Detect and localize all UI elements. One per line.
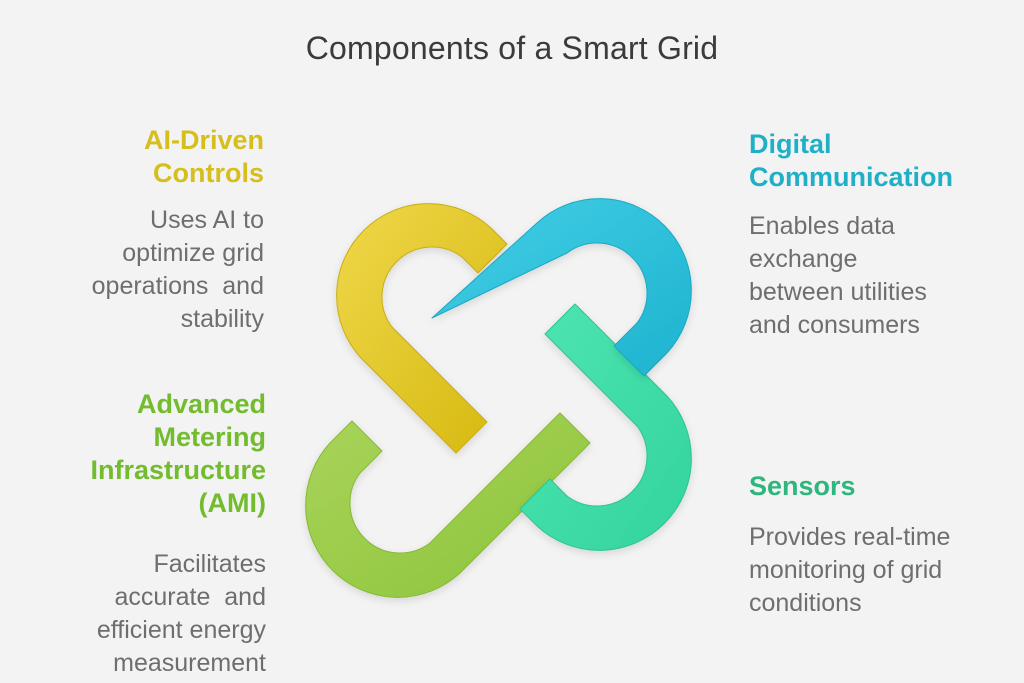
description-line: between utilities bbox=[749, 278, 927, 306]
heading-line: AI-Driven bbox=[143, 125, 264, 155]
component-ai-driven-controls: AI-Driven Controls Uses AI to optimize g… bbox=[24, 124, 264, 336]
component-description: Uses AI to optimize grid operations and … bbox=[24, 204, 264, 336]
ami-hook-shape bbox=[305, 412, 591, 598]
description-line: accurate and bbox=[114, 583, 267, 611]
page-title: Components of a Smart Grid bbox=[305, 30, 719, 66]
description-line: optimize grid bbox=[122, 239, 264, 267]
heading-line: Digital bbox=[749, 129, 832, 159]
description-line: monitoring of grid bbox=[749, 556, 943, 584]
description-line: operations and bbox=[91, 272, 264, 300]
heading-line: Sensors bbox=[749, 471, 856, 501]
component-digital-communication: Digital Communication Enables data excha… bbox=[749, 128, 1009, 342]
description-line: Facilitates bbox=[153, 550, 266, 578]
component-advanced-metering-infrastructure: Advanced Metering Infrastructure (AMI) F… bbox=[6, 388, 266, 680]
description-line: Uses AI to bbox=[150, 206, 264, 234]
heading-line: (AMI) bbox=[198, 488, 266, 518]
component-heading: Advanced Metering Infrastructure (AMI) bbox=[6, 388, 266, 520]
description-line: and consumers bbox=[749, 311, 920, 339]
component-sensors: Sensors Provides real-time monitoring of… bbox=[749, 470, 1009, 620]
description-line: stability bbox=[180, 305, 264, 333]
description-line: efficient energy bbox=[96, 616, 266, 644]
heading-line: Advanced bbox=[136, 389, 266, 419]
heading-line: Infrastructure bbox=[90, 455, 266, 485]
component-heading: AI-Driven Controls bbox=[24, 124, 264, 190]
ai-controls-hook-shape bbox=[336, 203, 508, 454]
component-heading: Digital Communication bbox=[749, 128, 1009, 194]
component-heading: Sensors bbox=[749, 470, 1009, 503]
component-description: Enables data exchange between utilities … bbox=[749, 210, 1009, 342]
heading-line: Metering bbox=[153, 422, 266, 452]
heading-line: Communication bbox=[749, 162, 954, 192]
sensors-hook-shape bbox=[519, 303, 692, 551]
component-description: Provides real-time monitoring of grid co… bbox=[749, 521, 1009, 620]
heading-line: Controls bbox=[153, 158, 264, 188]
description-line: measurement bbox=[113, 649, 266, 677]
digital-communication-hook-shape bbox=[431, 198, 692, 377]
description-line: exchange bbox=[749, 245, 858, 273]
description-line: Provides real-time bbox=[749, 523, 951, 551]
description-line: Enables data bbox=[749, 212, 895, 240]
description-line: conditions bbox=[749, 589, 862, 617]
component-description: Facilitates accurate and efficient energ… bbox=[6, 548, 266, 680]
